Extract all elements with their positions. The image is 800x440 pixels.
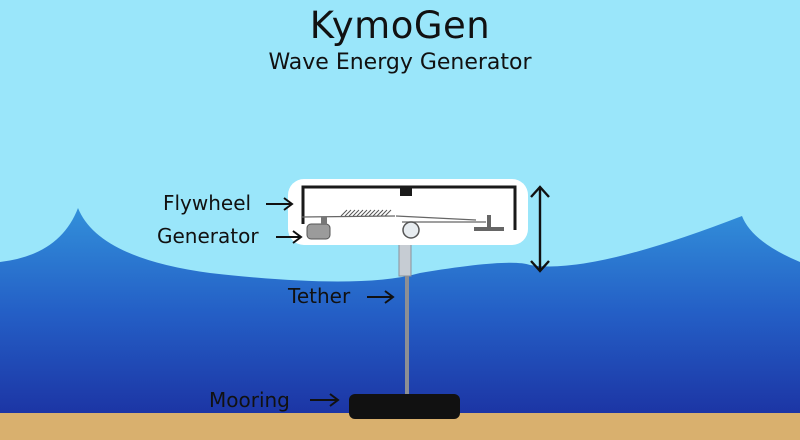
- tether-pointer-arrow: [367, 290, 395, 304]
- mooring-block: [349, 394, 460, 419]
- diagram-title: KymoGen: [309, 4, 491, 47]
- generator-pointer-arrow: [276, 230, 303, 244]
- flywheel-assembly: [340, 209, 392, 217]
- mooring-pointer-arrow: [310, 393, 340, 407]
- mooring-label: Mooring: [209, 388, 290, 412]
- generator-mount: [321, 217, 327, 225]
- generator-label: Generator: [157, 224, 259, 248]
- flywheel-pointer-arrow: [266, 197, 294, 211]
- buoy-body: [288, 179, 528, 245]
- ocean-water: [0, 208, 800, 440]
- pulley-wheel: [402, 221, 420, 239]
- diagram-subtitle: Wave Energy Generator: [268, 50, 532, 75]
- top-mount: [400, 187, 412, 196]
- tether-label: Tether: [288, 284, 351, 308]
- t-bracket: [474, 215, 504, 231]
- generator-unit: [306, 223, 331, 240]
- heave-motion-arrow: [530, 185, 550, 273]
- flywheel-label: Flywheel: [163, 191, 252, 215]
- drive-shaft: [301, 215, 486, 223]
